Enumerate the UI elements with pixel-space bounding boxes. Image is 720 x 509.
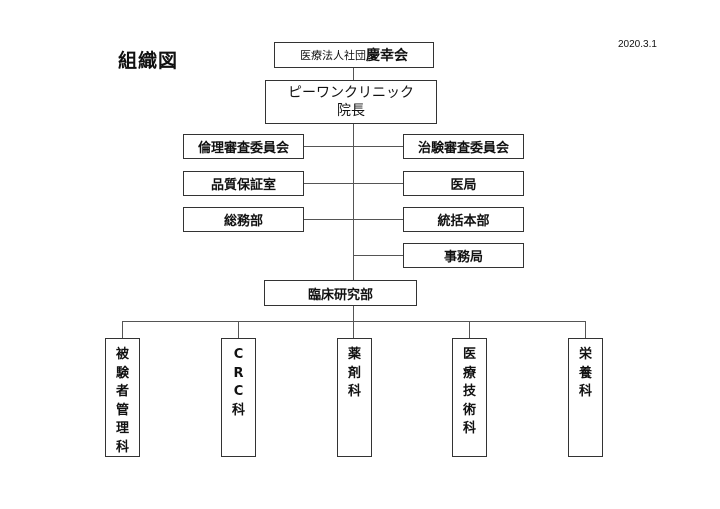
- unit-label: 統括本部: [437, 214, 490, 229]
- unit-label: 治験審査委員会: [417, 141, 509, 156]
- unit-medical-office: 医局: [403, 171, 524, 196]
- dept-subject-management: 被験者管理科: [105, 338, 140, 457]
- connector-row-3: [303, 219, 403, 221]
- unit-label: 事務局: [443, 250, 483, 265]
- dept-label: 栄養科: [578, 347, 592, 399]
- dept-pharmacy: 薬剤科: [337, 338, 372, 457]
- corporation-name: 慶幸会: [366, 48, 408, 64]
- dept-label: 被験者管理科: [115, 347, 129, 455]
- research-division-label: 臨床研究部: [307, 287, 373, 303]
- connector-departments-bar: [122, 321, 586, 323]
- dept-label: 医療技術科: [462, 347, 476, 436]
- clinic-name: ピーワンクリニック: [288, 85, 414, 101]
- connector-row-1: [303, 146, 403, 148]
- page-title: 組織図: [118, 50, 179, 72]
- connector-main-trunk: [353, 123, 355, 280]
- connector-corp-to-clinic: [353, 67, 355, 80]
- unit-general-affairs: 総務部: [183, 207, 304, 232]
- unit-quality-assurance: 品質保証室: [183, 171, 304, 196]
- unit-label: 品質保証室: [210, 178, 276, 193]
- connector-dept-2: [238, 321, 240, 338]
- connector-dept-4: [469, 321, 471, 338]
- document-date: 2020.3.1: [618, 39, 657, 50]
- unit-label: 総務部: [223, 214, 263, 229]
- connector-dept-1: [122, 321, 124, 338]
- corporation-prefix: 医療法人社団: [300, 49, 366, 62]
- unit-label: 倫理審査委員会: [197, 141, 289, 156]
- unit-irb: 治験審査委員会: [403, 134, 524, 159]
- unit-ethics-committee: 倫理審査委員会: [183, 134, 304, 159]
- clinic-director-box: ピーワンクリニック 院長: [265, 80, 437, 124]
- connector-row-2: [303, 183, 403, 185]
- dept-label: CRC科: [231, 347, 245, 418]
- unit-secretariat: 事務局: [403, 243, 524, 268]
- corporation-box: 医療法人社団慶幸会: [274, 42, 434, 68]
- connector-row-4: [354, 255, 403, 257]
- unit-label: 医局: [450, 178, 477, 193]
- unit-headquarters: 統括本部: [403, 207, 524, 232]
- clinic-role: 院長: [337, 103, 365, 119]
- connector-dept-5: [585, 321, 587, 338]
- dept-label: 薬剤科: [347, 347, 361, 399]
- dept-nutrition: 栄養科: [568, 338, 603, 457]
- research-division-box: 臨床研究部: [264, 280, 417, 306]
- dept-medical-technology: 医療技術科: [452, 338, 487, 457]
- dept-crc: CRC科: [221, 338, 256, 457]
